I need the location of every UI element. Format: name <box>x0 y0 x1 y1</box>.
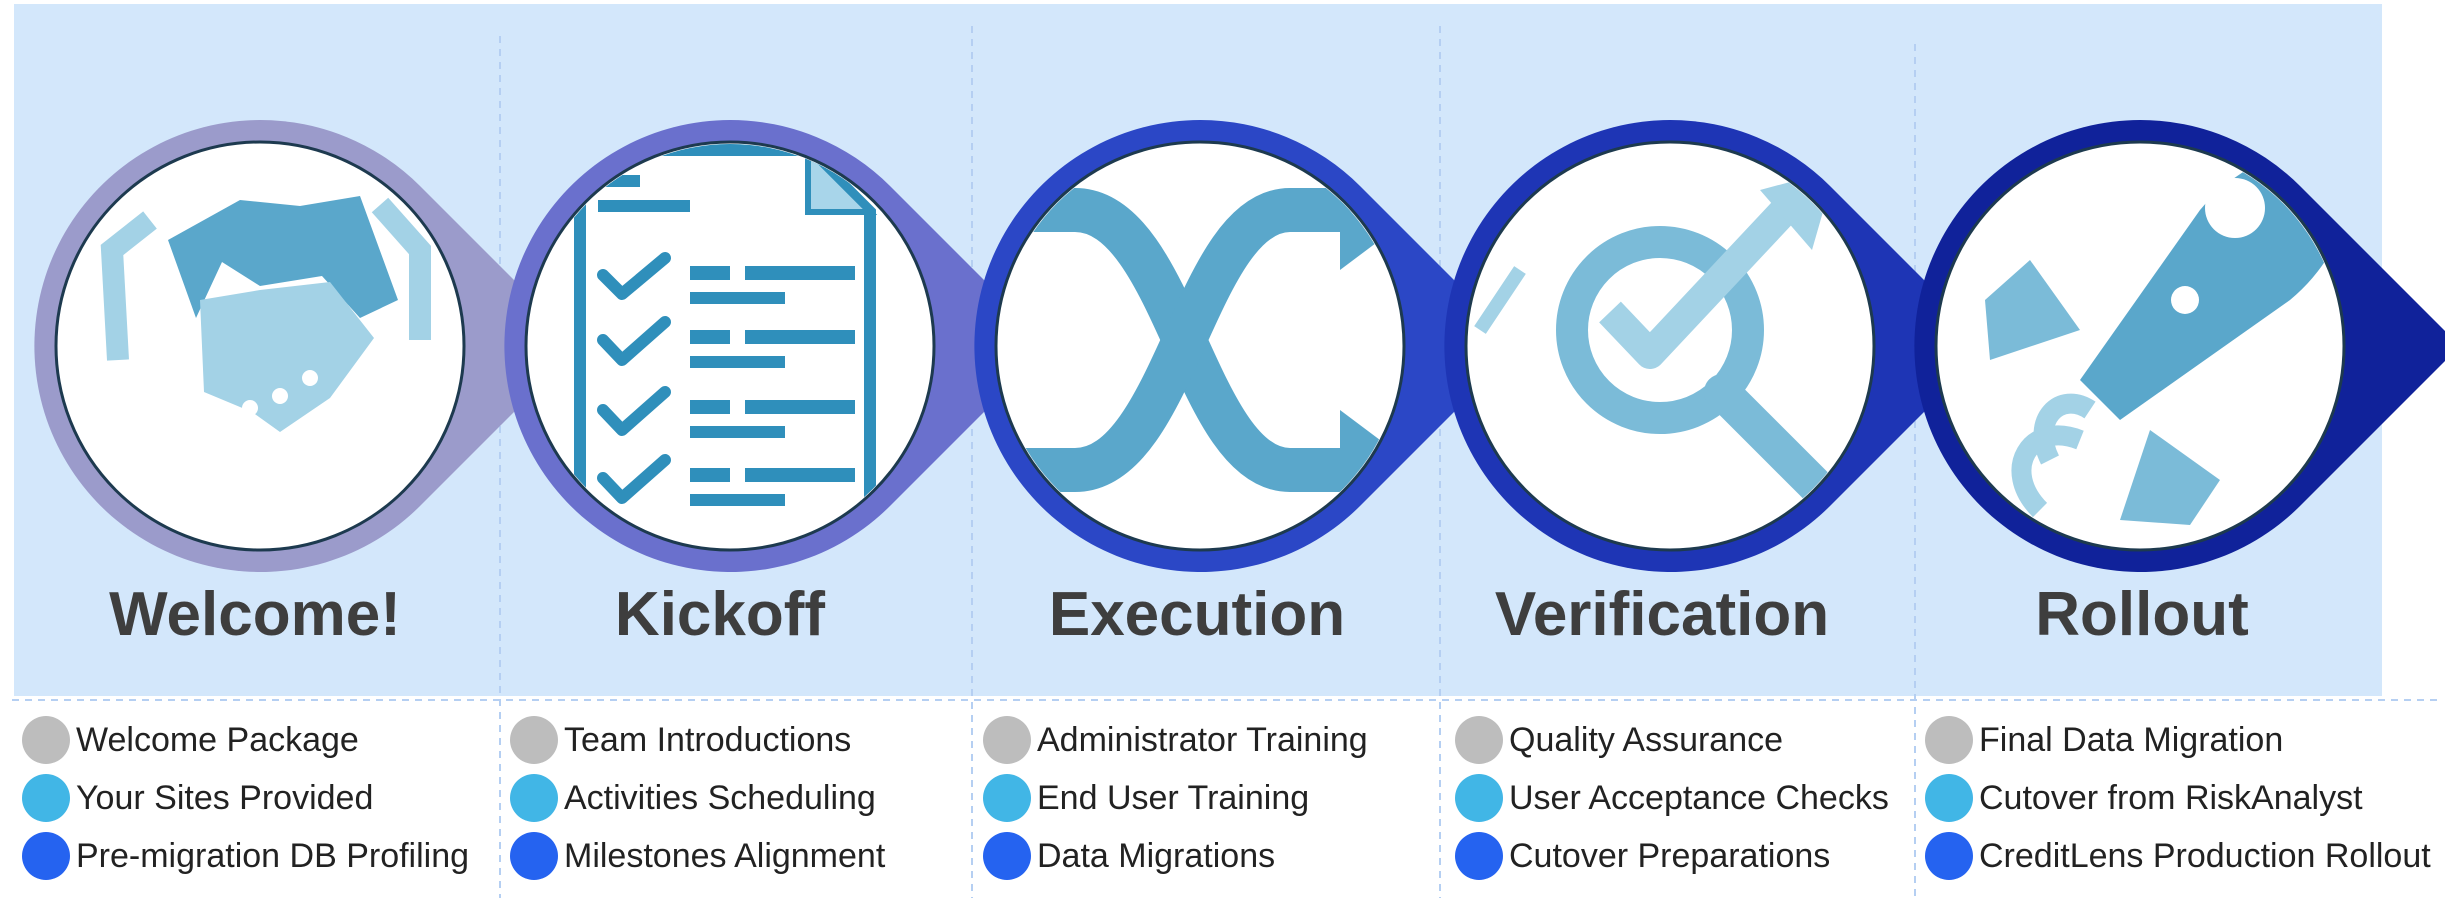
handshake-icon <box>100 196 431 432</box>
list-item-label: Welcome Package <box>76 721 359 759</box>
list-item-label: Administrator Training <box>1037 721 1368 759</box>
stage-badge-welcome <box>34 119 581 572</box>
list-item: Cutover Preparations <box>1455 832 1831 880</box>
status-dot-blue-icon <box>1925 832 1973 880</box>
list-item-label: User Acceptance Checks <box>1509 779 1889 817</box>
list-item: Welcome Package <box>22 716 359 764</box>
rocket-icon <box>1985 146 2342 525</box>
list-item: Administrator Training <box>983 716 1368 764</box>
list-item-label: Pre-migration DB Profiling <box>76 837 470 875</box>
status-dot-grey-icon <box>983 716 1031 764</box>
status-dot-cyan-icon <box>1925 774 1973 822</box>
stage-badge-verification <box>1444 119 1990 572</box>
list-item-label: Milestones Alignment <box>564 837 886 875</box>
status-dot-blue-icon <box>510 832 558 880</box>
list-item: Quality Assurance <box>1455 716 1784 764</box>
stage-title-rollout: Rollout <box>2035 580 2249 649</box>
stage-badge-kickoff <box>504 119 1050 572</box>
list-item: User Acceptance Checks <box>1455 774 1889 822</box>
list-item-label: Activities Scheduling <box>564 779 876 817</box>
status-dot-blue-icon <box>1455 832 1503 880</box>
list-item: Pre-migration DB Profiling <box>22 832 470 880</box>
list-item: End User Training <box>983 774 1310 822</box>
list-item-label: CreditLens Production Rollout <box>1979 837 2431 875</box>
magnifier-check-icon <box>1474 170 1858 528</box>
list-item: Final Data Migration <box>1925 716 2284 764</box>
list-item: Cutover from RiskAnalyst <box>1925 774 2363 822</box>
list-item: CreditLens Production Rollout <box>1925 832 2431 880</box>
stage-badge-execution <box>974 119 1520 572</box>
stage-badge-rollout <box>1914 119 2445 572</box>
status-dot-cyan-icon <box>1455 774 1503 822</box>
status-dot-grey-icon <box>1455 716 1503 764</box>
list-item-label: Data Migrations <box>1037 837 1276 875</box>
status-dot-cyan-icon <box>510 774 558 822</box>
list-item: Milestones Alignment <box>510 832 886 880</box>
stage-title-welcome: Welcome! <box>109 580 401 649</box>
list-item-label: Quality Assurance <box>1509 721 1784 759</box>
list-item-label: Your Sites Provided <box>76 779 374 817</box>
list-item-label: Final Data Migration <box>1979 721 2284 759</box>
list-item-label: Cutover Preparations <box>1509 837 1831 875</box>
list-item: Your Sites Provided <box>22 774 374 822</box>
list-item: Team Introductions <box>510 716 852 764</box>
status-dot-blue-icon <box>983 832 1031 880</box>
list-item-label: End User Training <box>1037 779 1310 817</box>
checklist-document-icon <box>574 144 878 548</box>
stage-title-kickoff: Kickoff <box>614 580 826 649</box>
list-item: Activities Scheduling <box>510 774 876 822</box>
status-dot-cyan-icon <box>983 774 1031 822</box>
column-separators <box>12 26 2440 898</box>
status-dot-grey-icon <box>1925 716 1973 764</box>
status-dot-cyan-icon <box>22 774 70 822</box>
list-item: Data Migrations <box>983 832 1276 880</box>
status-dot-grey-icon <box>510 716 558 764</box>
status-dot-grey-icon <box>22 716 70 764</box>
list-item-label: Team Introductions <box>564 721 852 759</box>
stage-title-execution: Execution <box>1048 580 1346 649</box>
list-item-label: Cutover from RiskAnalyst <box>1979 779 2363 817</box>
stage-title-verification: Verification <box>1494 580 1830 649</box>
status-dot-blue-icon <box>22 832 70 880</box>
